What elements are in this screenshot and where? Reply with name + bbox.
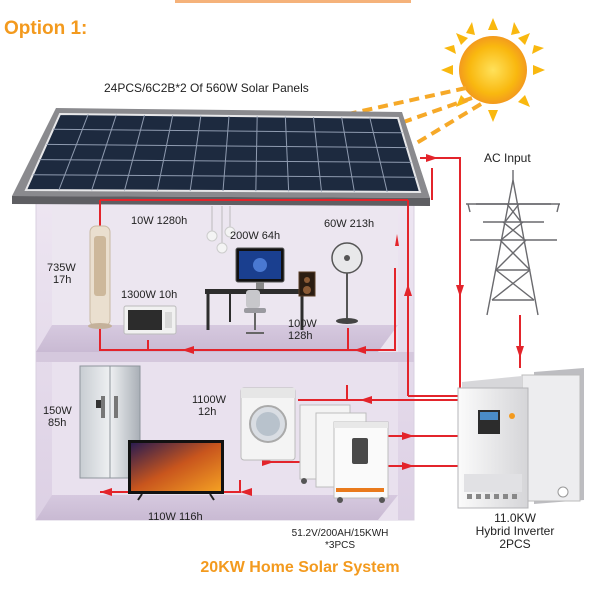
inverter-type: Hybrid Inverter xyxy=(475,524,555,538)
lamp-label: 10W 1280h xyxy=(131,215,188,227)
sun-icon xyxy=(441,18,545,122)
air-conditioner-power: 735W xyxy=(47,262,76,274)
air-conditioner-icon xyxy=(88,225,112,329)
top-divider xyxy=(175,0,411,3)
fan-icon xyxy=(331,242,363,324)
fridge-power: 150W xyxy=(43,405,72,417)
air-conditioner-hours: 17h xyxy=(53,274,72,286)
fridge-hours: 85h xyxy=(48,417,67,429)
battery-stack-icon xyxy=(299,404,389,503)
computer-label: 200W 64h xyxy=(230,230,281,242)
speaker-power: 100W xyxy=(288,318,317,330)
washing-machine-icon xyxy=(240,387,296,461)
microwave-label: 1300W 10h xyxy=(121,289,178,301)
lamp-icon xyxy=(206,206,236,254)
system-title: 20KW Home Solar System xyxy=(200,559,400,576)
inverter-count: 2PCS xyxy=(499,537,531,551)
solar-panel-label: 24PCS/6C2B*2 Of 560W Solar Panels xyxy=(104,81,309,95)
battery-spec: 51.2V/200AH/15KWH xyxy=(291,528,389,539)
hybrid-inverter-icon xyxy=(457,368,584,509)
washer-hours: 12h xyxy=(198,406,217,418)
fan-label: 60W 213h xyxy=(324,218,375,230)
transmission-tower-icon xyxy=(466,170,560,316)
tv-label: 110W 116h xyxy=(148,511,203,523)
speaker-hours: 128h xyxy=(288,330,313,342)
battery-count: *3PCS xyxy=(324,540,355,551)
microwave-icon xyxy=(123,305,177,335)
solar-panel-array xyxy=(24,112,422,194)
tv-icon xyxy=(128,440,224,501)
washer-power: 1100W xyxy=(192,394,227,406)
inverter-power: 11.0KW xyxy=(494,511,536,525)
option-title: Option 1: xyxy=(4,18,88,39)
computer-icon xyxy=(235,247,285,289)
chair-icon xyxy=(244,290,266,334)
speaker-icon xyxy=(298,271,316,297)
flow-arrows xyxy=(100,154,524,496)
ac-input-label: AC Input xyxy=(484,151,531,165)
